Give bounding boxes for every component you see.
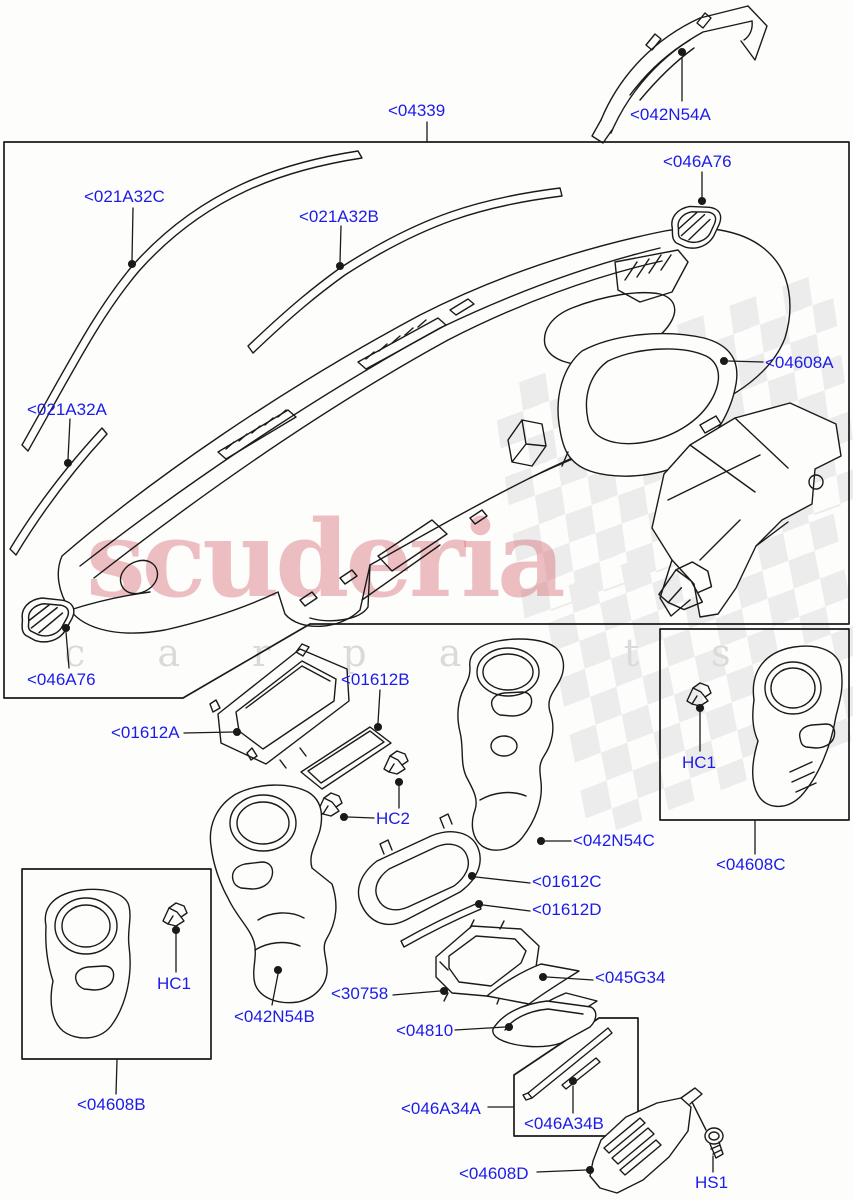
part-label-HC2[interactable]: HC2 xyxy=(376,809,411,828)
part-046A34A-drawing xyxy=(522,1027,613,1101)
part-label-01612D[interactable]: <01612D xyxy=(532,900,602,919)
brand-watermark-subtext: c a r p a r t s xyxy=(64,631,761,675)
part-label-021A32A[interactable]: <021A32A xyxy=(27,400,107,419)
part-label-HS1[interactable]: HS1 xyxy=(695,1173,729,1192)
part-label-04608D[interactable]: <04608D xyxy=(459,1164,529,1183)
part-label-042N54B[interactable]: <042N54B xyxy=(234,1007,315,1026)
part-042N54C-drawing xyxy=(457,638,565,851)
clip-HC1-left-drawing xyxy=(162,902,188,927)
part-01612B-drawing xyxy=(300,726,392,790)
part-01612C-drawing xyxy=(357,813,481,925)
screw-HS1-drawing xyxy=(704,1127,724,1159)
part-label-04810[interactable]: <04810 xyxy=(396,1021,454,1040)
part-label-04339[interactable]: <04339 xyxy=(388,101,446,120)
detail-box-046A34 xyxy=(513,1017,639,1137)
part-label-021A32C[interactable]: <021A32C xyxy=(84,187,165,206)
part-04608D-drawing xyxy=(589,1087,707,1194)
part-label-046A34A[interactable]: <046A34A xyxy=(401,1099,481,1118)
part-label-046A76-top[interactable]: <046A76 xyxy=(663,152,732,171)
clip-HC1-right-drawing xyxy=(686,682,712,707)
clip-HC2-b-drawing xyxy=(383,750,409,775)
leader-lines xyxy=(61,47,764,1175)
part-01612D-drawing xyxy=(400,902,482,948)
part-label-021A32B[interactable]: <021A32B xyxy=(299,207,379,226)
part-label-04608B[interactable]: <04608B xyxy=(77,1095,146,1114)
detail-box-04608C xyxy=(659,628,850,821)
part-label-01612B[interactable]: <01612B xyxy=(341,670,410,689)
part-label-01612C[interactable]: <01612C xyxy=(532,872,602,891)
part-label-HC1-left[interactable]: HC1 xyxy=(157,974,192,993)
part-label-046A34B[interactable]: <046A34B xyxy=(524,1114,604,1133)
part-046A76-top-drawing xyxy=(668,201,723,253)
part-021A32B-drawing xyxy=(247,187,563,354)
detail-box-04608B xyxy=(21,868,212,1060)
part-label-01612A[interactable]: <01612A xyxy=(111,723,180,742)
part-label-042N54C[interactable]: <042N54C xyxy=(573,831,655,850)
part-label-04608C[interactable]: <04608C xyxy=(716,855,786,874)
part-label-046A76-left[interactable]: <046A76 xyxy=(27,670,96,689)
part-042N54B-drawing xyxy=(209,784,337,1004)
part-label-04608A[interactable]: <04608A xyxy=(765,353,834,372)
part-04608B-drawing xyxy=(44,888,131,1039)
part-021A32C-drawing xyxy=(21,150,363,452)
part-04608C-drawing xyxy=(752,645,843,808)
part-042N54A-drawing xyxy=(591,5,768,144)
part-label-045G34[interactable]: <045G34 xyxy=(595,968,666,987)
part-021A32A-drawing xyxy=(9,427,108,556)
part-label-HC1-right[interactable]: HC1 xyxy=(682,753,717,772)
part-01612A-drawing xyxy=(209,643,350,769)
column-bracket-drawing xyxy=(651,402,842,618)
bracket-block-drawing xyxy=(507,419,547,467)
part-label-042N54A[interactable]: <042N54A xyxy=(630,105,711,124)
part-label-30758[interactable]: <30758 xyxy=(331,984,389,1003)
main-assembly-box xyxy=(3,141,850,699)
